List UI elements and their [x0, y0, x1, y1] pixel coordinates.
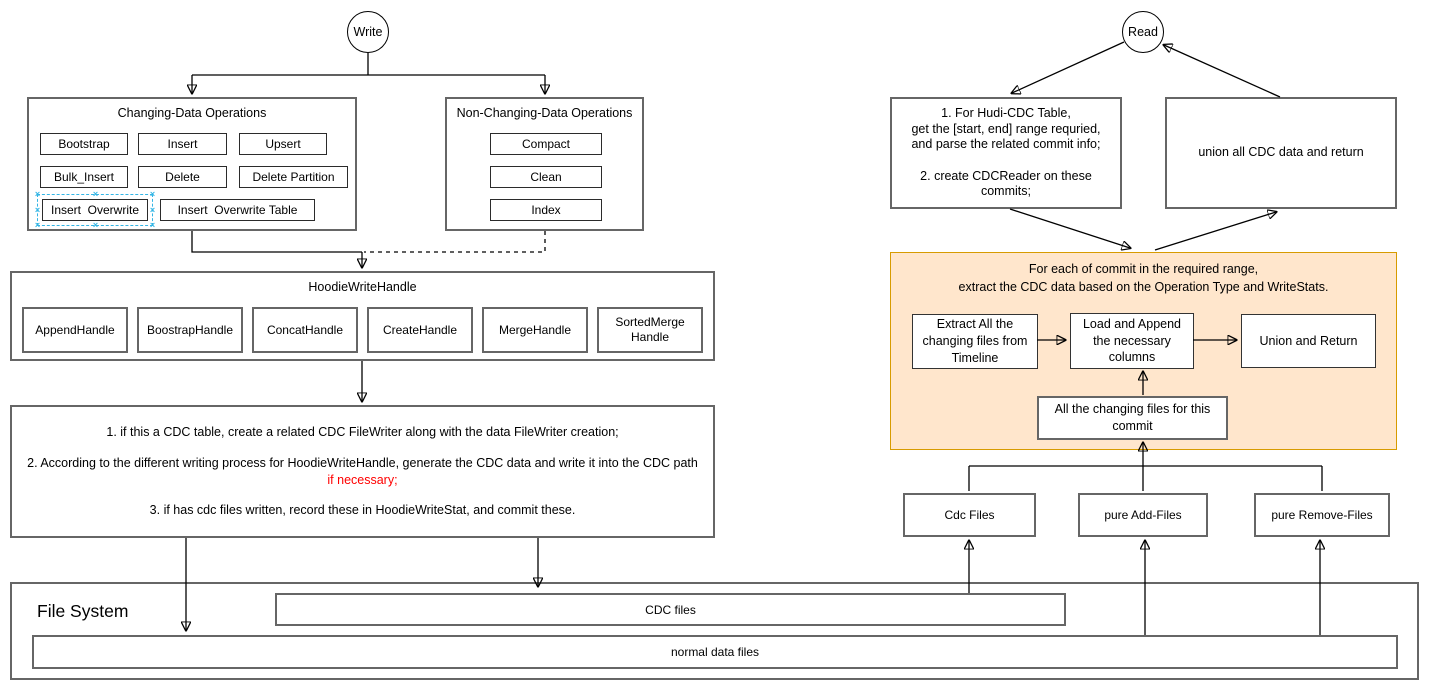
load-append-box[interactable]: Load and Append the necessary columns: [1070, 313, 1194, 369]
op-button-bootstrap[interactable]: Bootstrap: [40, 133, 128, 155]
selection-handle[interactable]: ×: [34, 189, 41, 199]
connector-read-to-plan: [1012, 41, 1125, 93]
op-label: Insert Overwrite Table: [177, 202, 298, 217]
write-label: Write: [353, 25, 383, 39]
op-label: Delete: [165, 169, 200, 184]
op-label: Compact: [521, 136, 571, 151]
write-step-2: 2. According to the different writing pr…: [26, 455, 699, 489]
union-all-text: union all CDC data and return: [1198, 145, 1364, 160]
cdc-files-label: Cdc Files: [944, 507, 995, 522]
cdc-files-bar[interactable]: CDC files: [275, 593, 1066, 626]
handle-label: BoostrapHandle: [146, 322, 234, 337]
read-plan-text: 1. For Hudi-CDC Table, get the [start, e…: [911, 106, 1101, 199]
op-button-delete[interactable]: Delete: [138, 166, 227, 188]
handle-label: CreateHandle: [382, 322, 458, 337]
handle-label: MergeHandle: [498, 322, 572, 337]
non-changing-ops-title: Non-Changing-Data Operations: [456, 106, 633, 120]
read-start-node[interactable]: Read: [1122, 11, 1164, 53]
cdc-files-bar-label: CDC files: [645, 602, 696, 617]
op-label: Bulk_Insert: [53, 169, 115, 184]
pure-add-files-box[interactable]: pure Add-Files: [1078, 493, 1208, 537]
handle-label: SortedMerge Handle: [615, 315, 685, 344]
selection-handle[interactable]: ×: [149, 189, 156, 199]
op-label: Upsert: [265, 136, 301, 151]
op-button-index[interactable]: Index: [490, 199, 602, 221]
hoodie-write-handle-title: HoodieWriteHandle: [308, 280, 417, 294]
selection-handle[interactable]: ×: [92, 220, 99, 230]
write-step-2-warning: if necessary;: [327, 472, 398, 487]
op-label: Index: [531, 202, 561, 217]
selection-outline: × × × × × × × ×: [35, 190, 155, 230]
op-label: Clean: [530, 169, 562, 184]
non-changing-data-operations-group[interactable]: Non-Changing-Data Operations Compact Cle…: [445, 97, 644, 231]
changing-data-operations-group[interactable]: Changing-Data Operations Bootstrap Inser…: [27, 97, 357, 231]
handle-append[interactable]: AppendHandle: [22, 307, 128, 353]
hoodie-write-handle-group[interactable]: HoodieWriteHandle AppendHandle BoostrapH…: [10, 271, 715, 361]
changing-ops-title: Changing-Data Operations: [117, 106, 267, 120]
per-commit-title-line1: For each of commit in the required range…: [1028, 262, 1259, 276]
connector-per-commit-to-union: [1154, 212, 1276, 251]
write-step-2-text: 2. According to the different writing pr…: [27, 455, 698, 470]
op-button-clean[interactable]: Clean: [490, 166, 602, 188]
read-label: Read: [1128, 25, 1158, 39]
selection-handle[interactable]: ×: [92, 189, 99, 199]
read-plan-box[interactable]: 1. For Hudi-CDC Table, get the [start, e…: [890, 97, 1122, 209]
extract-changing-files-box[interactable]: Extract All the changing files from Time…: [912, 314, 1038, 369]
handle-boostrap[interactable]: BoostrapHandle: [137, 307, 243, 353]
connector-union-to-read: [1164, 45, 1281, 98]
connector-plan-to-per-commit: [1009, 208, 1130, 248]
handle-concat[interactable]: ConcatHandle: [252, 307, 358, 353]
cdc-files-box[interactable]: Cdc Files: [903, 493, 1036, 537]
pure-add-files-label: pure Add-Files: [1104, 507, 1182, 522]
selection-handle[interactable]: ×: [34, 205, 41, 215]
extract-label: Extract All the changing files from Time…: [922, 317, 1028, 365]
connector-collector: [968, 465, 1323, 491]
op-button-insert-overwrite-table[interactable]: Insert Overwrite Table: [160, 199, 315, 221]
handle-sorted-merge[interactable]: SortedMerge Handle: [597, 307, 703, 353]
per-commit-title-line2: extract the CDC data based on the Operat…: [958, 280, 1329, 295]
op-button-insert-overwrite[interactable]: Insert Overwrite: [42, 199, 148, 221]
selection-handle[interactable]: ×: [34, 220, 41, 230]
load-label: Load and Append the necessary columns: [1082, 316, 1182, 365]
selection-handle[interactable]: ×: [149, 220, 156, 230]
handle-label: ConcatHandle: [266, 322, 344, 337]
op-button-bulk-insert[interactable]: Bulk_Insert: [40, 166, 128, 188]
file-system-title: File System: [37, 601, 129, 621]
per-commit-title: For each of commit in the required range…: [891, 260, 1396, 296]
union-return-box[interactable]: Union and Return: [1241, 314, 1376, 368]
handle-merge[interactable]: MergeHandle: [482, 307, 588, 353]
handle-create[interactable]: CreateHandle: [367, 307, 473, 353]
connector-write-split: [192, 53, 545, 76]
connector-changing-to-merge: [191, 231, 362, 253]
handle-label: AppendHandle: [35, 322, 115, 337]
op-label: Insert: [167, 136, 198, 151]
union-all-box[interactable]: union all CDC data and return: [1165, 97, 1397, 209]
write-steps-box[interactable]: 1. if this a CDC table, create a related…: [10, 405, 715, 538]
pure-remove-files-box[interactable]: pure Remove-Files: [1254, 493, 1390, 537]
op-button-insert[interactable]: Insert: [138, 133, 227, 155]
write-step-3: 3. if has cdc files written, record thes…: [149, 503, 576, 518]
per-commit-group[interactable]: For each of commit in the required range…: [890, 252, 1397, 450]
normal-data-files-bar-label: normal data files: [670, 645, 760, 659]
changing-files-label: All the changing files for this commit: [1054, 402, 1211, 433]
op-button-compact[interactable]: Compact: [490, 133, 602, 155]
op-button-delete-partition[interactable]: Delete Partition: [239, 166, 348, 188]
pure-remove-files-label: pure Remove-Files: [1271, 507, 1373, 522]
write-start-node[interactable]: Write: [347, 11, 389, 53]
op-label: Delete Partition: [252, 169, 335, 184]
op-label: Insert Overwrite: [50, 202, 140, 217]
op-label: Bootstrap: [58, 136, 110, 151]
union-return-label: Union and Return: [1259, 333, 1358, 348]
op-button-upsert[interactable]: Upsert: [239, 133, 327, 155]
write-step-1: 1. if this a CDC table, create a related…: [106, 424, 619, 439]
changing-files-commit-box[interactable]: All the changing files for this commit: [1037, 396, 1228, 440]
selection-handle[interactable]: ×: [149, 205, 156, 215]
normal-data-files-bar[interactable]: normal data files: [32, 635, 1398, 669]
connector-nonchanging-dashed: [364, 231, 546, 253]
